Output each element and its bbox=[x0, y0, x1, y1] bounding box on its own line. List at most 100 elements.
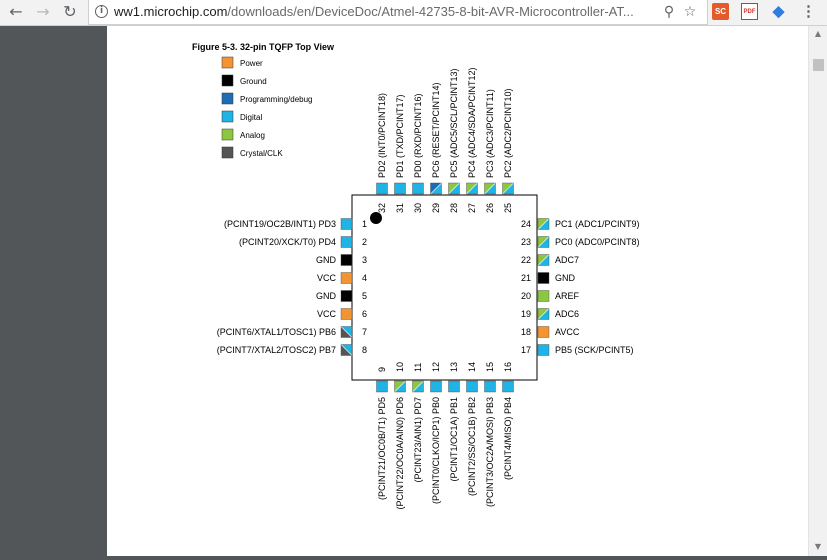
url-host: ww1.microchip.com bbox=[114, 4, 228, 19]
legend-label: Power bbox=[240, 59, 263, 68]
extension-diamond-icon[interactable]: ◆ bbox=[772, 3, 785, 20]
pin-number: 23 bbox=[521, 237, 531, 247]
bookmark-star-icon[interactable]: ☆ bbox=[683, 4, 697, 20]
pin-number: 15 bbox=[485, 362, 495, 372]
pin-24-square bbox=[537, 218, 550, 230]
pin-19-square bbox=[537, 308, 550, 320]
pin-label: (PCINT22/OC0A/AIN0) PD6 bbox=[395, 397, 405, 510]
pin-20-square bbox=[537, 290, 550, 302]
pin-label: PC2 (ADC2/PCINT10) bbox=[503, 88, 513, 178]
legend-label: Analog bbox=[240, 131, 265, 140]
legend: PowerGroundProgramming/debugDigitalAnalo… bbox=[221, 56, 312, 159]
pin-4-square bbox=[340, 272, 353, 284]
pin-label: (PCINT4/MISO) PB4 bbox=[503, 397, 513, 480]
scroll-thumb[interactable] bbox=[813, 59, 824, 71]
pin-label: PC0 (ADC0/PCINT8) bbox=[555, 237, 640, 247]
pin-31-square bbox=[394, 182, 406, 195]
url-text[interactable]: ww1.microchip.com/downloads/en/DeviceDoc… bbox=[114, 4, 634, 19]
pin-15-square bbox=[484, 380, 496, 393]
pin-number: 29 bbox=[431, 203, 441, 213]
search-icon[interactable]: ⚲ bbox=[663, 4, 675, 20]
pin-number: 30 bbox=[413, 203, 423, 213]
pin-label: PD0 (RXD/PCINT16) bbox=[413, 93, 423, 178]
pin-number: 14 bbox=[467, 362, 477, 372]
pin-label: PD1 (TXD/PCINT17) bbox=[395, 94, 405, 178]
pin-number: 2 bbox=[362, 237, 367, 247]
pin-number: 27 bbox=[467, 203, 477, 213]
pin-25-square bbox=[502, 182, 514, 195]
legend-swatch-crystal-clk bbox=[221, 146, 234, 159]
vertical-scrollbar[interactable]: ▲ ▼ bbox=[808, 26, 827, 556]
pin-label: PC6 (RESET/PCINT14) bbox=[431, 82, 441, 178]
pin-number: 26 bbox=[485, 203, 495, 213]
pin-1-square bbox=[340, 218, 353, 230]
pin-label: (PCINT21/OC0B/T1) PD5 bbox=[377, 397, 387, 500]
pin-14-square bbox=[466, 380, 478, 393]
legend-swatch-power bbox=[221, 56, 234, 69]
legend-swatch-digital bbox=[221, 110, 234, 123]
pin-label: (PCINT19/OC2B/INT1) PD3 bbox=[224, 219, 336, 229]
pin-label: PC5 (ADC5/SCL/PCINT13) bbox=[449, 68, 459, 178]
legend-label: Ground bbox=[240, 77, 267, 86]
extension-sc-icon[interactable]: SC bbox=[712, 3, 729, 20]
pin-number: 12 bbox=[431, 362, 441, 372]
pin-26-square bbox=[484, 182, 496, 195]
menu-icon[interactable]: ⋮ bbox=[801, 3, 816, 20]
pin-32-square bbox=[376, 182, 388, 195]
scroll-up-arrow-icon[interactable]: ▲ bbox=[814, 29, 822, 38]
pin-label: (PCINT23/AIN1) PD7 bbox=[413, 397, 423, 483]
pin-label: ADC7 bbox=[555, 255, 579, 265]
forward-arrow-icon[interactable]: → bbox=[36, 2, 50, 21]
pin-label: ADC6 bbox=[555, 309, 579, 319]
pin-number: 17 bbox=[521, 345, 531, 355]
pin1-marker-dot bbox=[370, 212, 382, 224]
pin-number: 16 bbox=[503, 362, 513, 372]
pin-12-square bbox=[430, 380, 442, 393]
pin-27-square bbox=[466, 182, 478, 195]
legend-label: Crystal/CLK bbox=[240, 149, 283, 158]
pin-17-square bbox=[537, 344, 550, 356]
legend-swatch-programming-debug bbox=[221, 92, 234, 105]
pin-label: VCC bbox=[317, 273, 337, 283]
pin-label: PC1 (ADC1/PCINT9) bbox=[555, 219, 640, 229]
pin-18-square bbox=[537, 326, 550, 338]
url-path: /downloads/en/DeviceDoc/Atmel-42735-8-bi… bbox=[227, 4, 634, 19]
pin-label: PD2 (INT0/PCINT18) bbox=[377, 93, 387, 178]
pin-label: (PCINT1/OC1A) PB1 bbox=[449, 397, 459, 482]
pin-28-square bbox=[448, 182, 460, 195]
pin-number: 25 bbox=[503, 203, 513, 213]
pin-number: 6 bbox=[362, 309, 367, 319]
pin-number: 32 bbox=[377, 203, 387, 213]
pin-11-square bbox=[412, 380, 424, 393]
pin-label: PB5 (SCK/PCINT5) bbox=[555, 345, 634, 355]
address-bar[interactable]: i ww1.microchip.com/downloads/en/DeviceD… bbox=[88, 0, 708, 25]
pin-label: PC3 (ADC3/PCINT11) bbox=[485, 89, 495, 178]
pin-number: 13 bbox=[449, 362, 459, 372]
scroll-down-arrow-icon[interactable]: ▼ bbox=[814, 542, 822, 551]
pin-number: 22 bbox=[521, 255, 531, 265]
pin-21-square bbox=[537, 272, 550, 284]
pin-label: AVCC bbox=[555, 327, 580, 337]
pin-number: 28 bbox=[449, 203, 459, 213]
extension-pdf-icon[interactable]: PDF bbox=[741, 3, 758, 20]
pin-label: PC4 (ADC4/SDA/PCINT12) bbox=[467, 67, 477, 178]
pin-9-square bbox=[376, 380, 388, 393]
legend-swatch-analog bbox=[221, 128, 234, 141]
pin-10-square bbox=[394, 380, 406, 393]
pin-7-square bbox=[340, 326, 353, 338]
browser-toolbar: ← → ↻ i ww1.microchip.com/downloads/en/D… bbox=[0, 0, 827, 26]
info-icon[interactable]: i bbox=[95, 5, 108, 18]
pin-label: (PCINT7/XTAL2/TOSC2) PB7 bbox=[217, 345, 336, 355]
legend-label: Programming/debug bbox=[240, 95, 312, 104]
pin-label: AREF bbox=[555, 291, 580, 301]
back-arrow-icon[interactable]: ← bbox=[9, 2, 23, 21]
reload-icon[interactable]: ↻ bbox=[63, 2, 77, 21]
pin-number: 3 bbox=[362, 255, 367, 265]
pin-number: 24 bbox=[521, 219, 531, 229]
pin-23-square bbox=[537, 236, 550, 248]
pin-number: 18 bbox=[521, 327, 531, 337]
pin-6-square bbox=[340, 308, 353, 320]
pin-13-square bbox=[448, 380, 460, 393]
pin-22-square bbox=[537, 254, 550, 266]
